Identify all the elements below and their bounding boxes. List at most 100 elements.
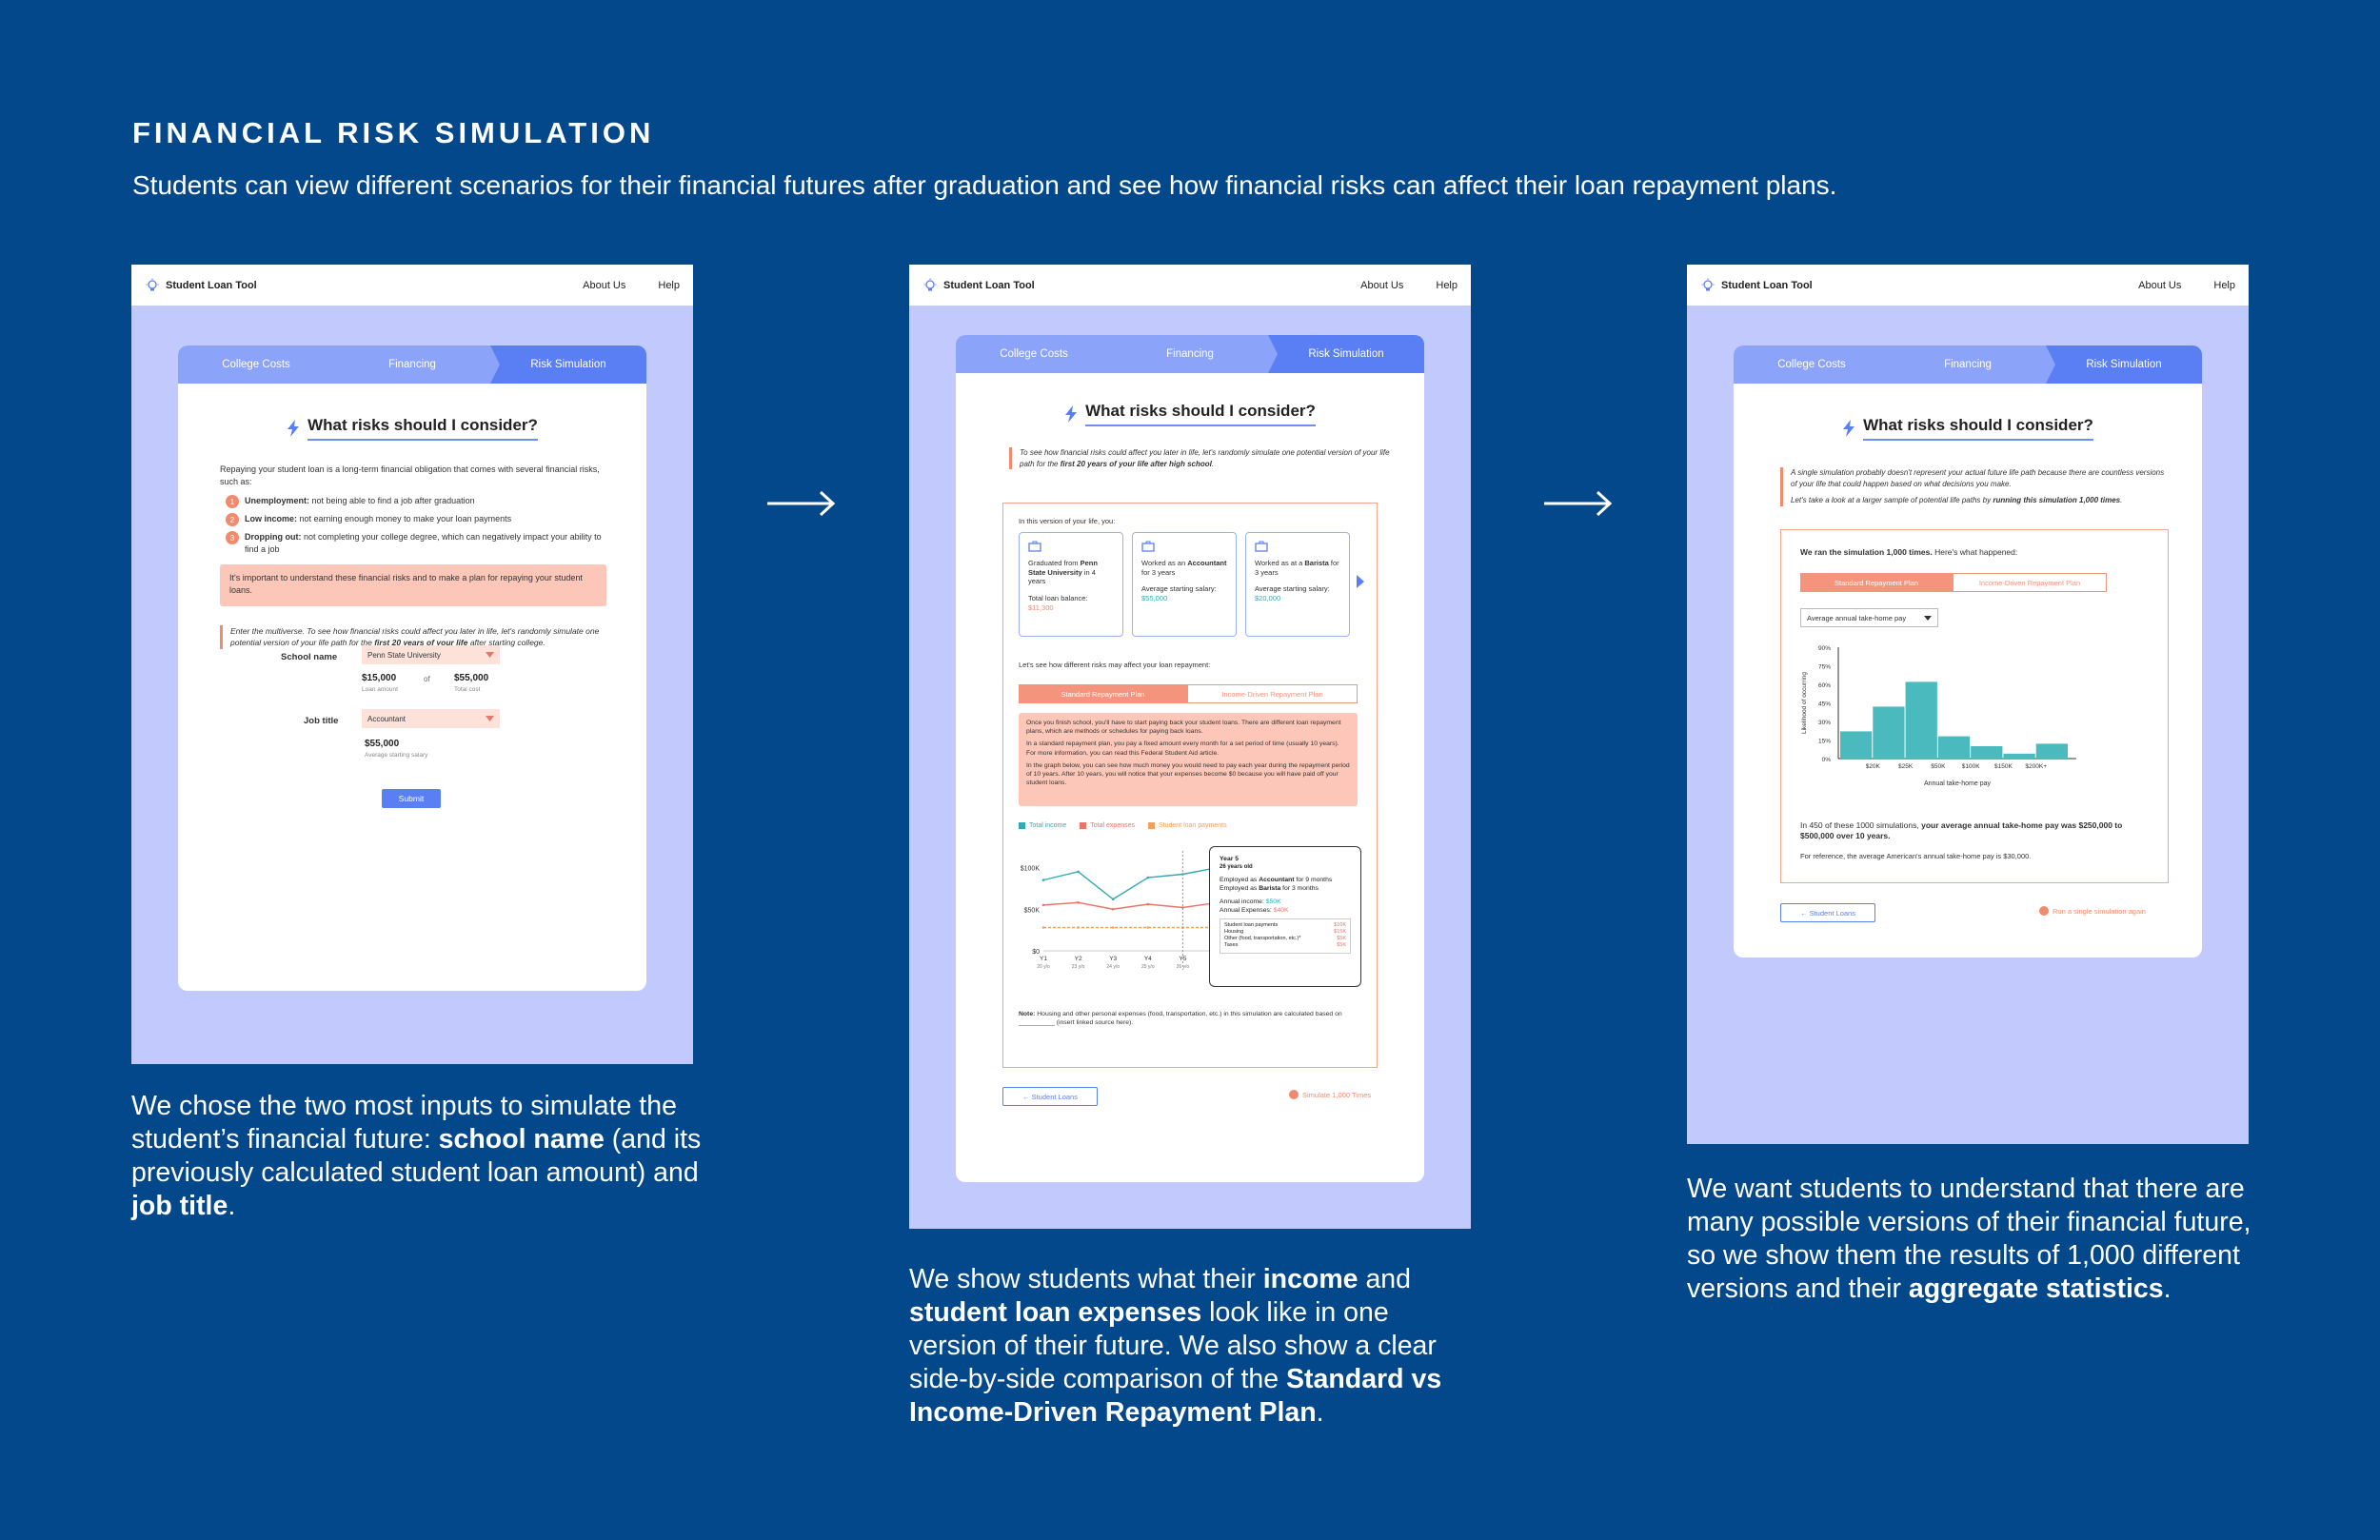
nav-about-link[interactable]: About Us [2138, 279, 2182, 291]
job-label: Job title [304, 716, 339, 726]
submit-button[interactable]: Submit [382, 789, 441, 808]
caption-aggregate: We want students to understand that ther… [1687, 1173, 2258, 1306]
run-again-link[interactable]: Run a single simulation again [2039, 906, 2146, 916]
chevron-down-icon [486, 652, 494, 658]
school-label: School name [281, 652, 338, 662]
y-tick-label: 90% [1818, 645, 1831, 652]
repayment-plan-tabs: Standard Repayment Plan Income-Driven Re… [1800, 573, 2107, 592]
version-label: In this version of your life, you: [1019, 517, 1116, 525]
caption-emphasis: aggregate statistics [1908, 1273, 2164, 1304]
x-tick-label: $100K [1962, 763, 1980, 770]
app-logo[interactable]: Student Loan Tool [922, 278, 1035, 293]
card-value: $11,300 [1028, 602, 1054, 612]
x-tick-sublabel: 24 y/o [1106, 964, 1120, 970]
data-point [1111, 898, 1115, 901]
histogram-chart: 90%75%60%45%30%15%0%$20K$25K$50K$100K$15… [1801, 645, 2076, 787]
nav-help-link[interactable]: Help [658, 279, 680, 291]
caption-single-simulation: We show students what their income and s… [909, 1263, 1480, 1430]
screenshot-input-form: Student Loan Tool About Us Help College … [131, 265, 693, 1064]
metric-dropdown[interactable]: Average annual take-home pay [1800, 608, 1938, 627]
form-card: College Costs Financing Risk Simulation … [178, 346, 646, 991]
section-heading: What risks should I consider? [1734, 416, 2202, 441]
step-financing[interactable]: Financing [1166, 348, 1214, 360]
lightbulb-icon [923, 278, 937, 290]
school-select[interactable]: Penn State University [362, 645, 500, 664]
nav-help-link[interactable]: Help [1436, 279, 1458, 291]
callout-box: It's important to understand these finan… [220, 564, 606, 606]
step-college-costs[interactable]: College Costs [222, 359, 290, 370]
lightbulb-icon [1701, 278, 1715, 290]
simulation-box: In this version of your life, you: Gradu… [1002, 503, 1378, 1068]
legend-item: Total income [1019, 822, 1066, 829]
caption-emphasis: student loan expenses [909, 1297, 1202, 1328]
chevron-right-icon[interactable] [1357, 575, 1364, 588]
tab-income-driven-plan[interactable]: Income-Driven Repayment Plan [1953, 573, 2107, 592]
step-financing[interactable]: Financing [1944, 359, 1992, 370]
tab-standard-plan[interactable]: Standard Repayment Plan [1800, 573, 1953, 592]
legend-item: Student loan payments [1148, 822, 1227, 829]
tab-income-driven-plan[interactable]: Income-Driven Repayment Plan [1187, 684, 1358, 703]
back-student-loans-button[interactable]: ← Student Loans [1780, 903, 1875, 922]
y-axis-label: Likelihood of occurring [1801, 672, 1808, 734]
navbar: Student Loan Tool About Us Help [131, 265, 693, 306]
y-tick-label: 15% [1818, 739, 1831, 745]
step-risk-simulation[interactable]: Risk Simulation [1268, 335, 1424, 373]
tooltip-expenses: Annual Expenses: $40K [1220, 906, 1289, 914]
step-college-costs[interactable]: College Costs [1777, 359, 1846, 370]
series-line-2 [1042, 901, 1219, 910]
data-point [1181, 906, 1184, 909]
page-subtitle: Students can view different scenarios fo… [132, 170, 1837, 200]
year-tooltip: Year 5 26 years old Employed as Accounta… [1209, 846, 1361, 987]
data-point [1041, 903, 1045, 907]
nav-help-link[interactable]: Help [2213, 279, 2235, 291]
data-point [1111, 907, 1115, 911]
step-risk-simulation[interactable]: Risk Simulation [490, 346, 646, 384]
refresh-icon [1289, 1090, 1299, 1099]
section-heading: What risks should I consider? [956, 402, 1424, 426]
legend-item: Total expenses [1080, 822, 1135, 829]
caption-text: (and its previously calculated student l… [131, 1124, 702, 1188]
simulate-1000-link[interactable]: Simulate 1,000 Times [1289, 1090, 1371, 1099]
app-logo[interactable]: Student Loan Tool [145, 278, 257, 293]
navbar: Student Loan Tool About Us Help [1687, 265, 2249, 306]
step-risk-simulation[interactable]: Risk Simulation [2046, 346, 2202, 384]
histogram-bar [1873, 706, 1905, 759]
step-college-costs[interactable]: College Costs [1000, 348, 1068, 360]
risk-text: Low income: not earning enough money to … [245, 514, 512, 523]
app-logo[interactable]: Student Loan Tool [1700, 278, 1813, 293]
y-tick-label: 75% [1818, 664, 1831, 671]
loan-amount-label: Loan amount [362, 686, 398, 693]
screenshot-aggregate-simulation: Student Loan Tool About Us Help College … [1687, 265, 2249, 1144]
tab-standard-plan[interactable]: Standard Repayment Plan [1019, 684, 1187, 703]
app-name: Student Loan Tool [943, 279, 1035, 291]
risk-text: Dropping out: not completing your colleg… [245, 532, 602, 555]
of-text: of [424, 675, 430, 683]
job-select[interactable]: Accountant [362, 709, 500, 728]
lightning-icon [1843, 420, 1855, 437]
caption-text: We show students what their [909, 1264, 1263, 1294]
section-heading: What risks should I consider? [178, 416, 646, 441]
x-tick-label: Y4 [1144, 956, 1152, 962]
life-event-card[interactable]: Graduated from Penn State University in … [1019, 532, 1123, 637]
multiverse-quote: Enter the multiverse. To see how financi… [220, 625, 606, 649]
caption-emphasis: job title [131, 1191, 228, 1221]
ran-simulation-text: We ran the simulation 1,000 times. Here'… [1800, 547, 2018, 557]
breakdown-row: Taxes$5K [1224, 942, 1346, 949]
x-tick-label: $200K+ [2025, 763, 2047, 770]
x-tick-label: $150K [1994, 763, 2013, 770]
data-point [1146, 902, 1150, 906]
y-tick-label: $100K [1021, 866, 1041, 873]
x-tick-sublabel: 23 y/o [1072, 964, 1085, 970]
nav-about-link[interactable]: About Us [583, 279, 626, 291]
nav-about-link[interactable]: About Us [1360, 279, 1404, 291]
plan-info-box: Once you finish school, you'll have to s… [1019, 713, 1358, 806]
step-financing[interactable]: Financing [388, 359, 436, 370]
screenshot-single-simulation: Student Loan Tool About Us Help College … [909, 265, 1471, 1229]
y-tick-label: $50K [1024, 907, 1041, 914]
intro-text: Repaying your student loan is a long-ter… [220, 464, 600, 487]
back-student-loans-button[interactable]: ← Student Loans [1002, 1087, 1098, 1106]
simulation-card: College Costs Financing Risk Simulation … [956, 335, 1424, 1182]
